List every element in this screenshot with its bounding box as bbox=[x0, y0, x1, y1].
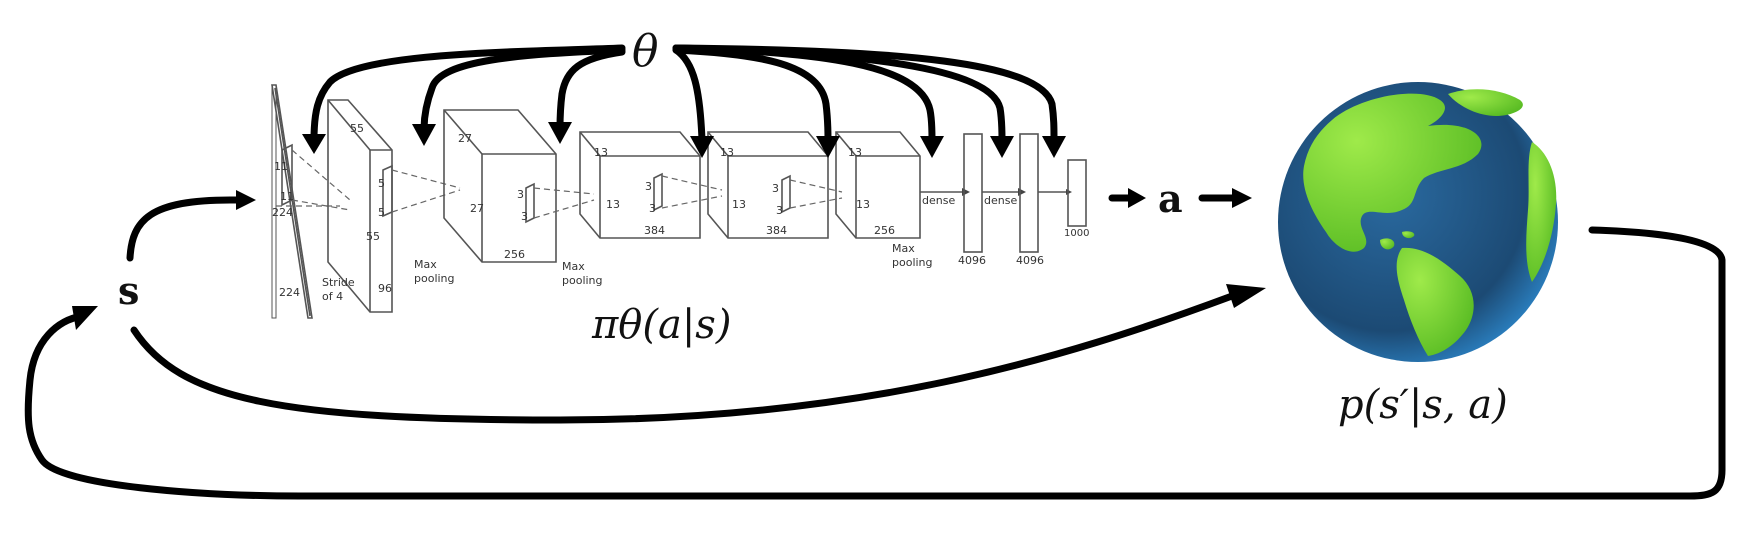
dynamics-label: p(s′|s, a) bbox=[1338, 382, 1508, 428]
kernel2-label-a: 5 bbox=[378, 177, 385, 190]
conv2-top-label: 27 bbox=[458, 132, 472, 145]
dense-layers: dense 4096 dense 4096 1000 bbox=[920, 133, 1089, 267]
state-symbol: s bbox=[118, 268, 139, 313]
earth-globe-icon bbox=[1278, 82, 1558, 362]
stride-label-a: Stride bbox=[322, 276, 355, 289]
stride-label-b: of 4 bbox=[322, 290, 343, 303]
pool2-label-a: Max bbox=[562, 260, 585, 273]
input-height-label: 224 bbox=[272, 206, 293, 219]
parameter-arrows bbox=[302, 44, 1066, 158]
conv4-side-label: 13 bbox=[732, 198, 746, 211]
conv1-top-label: 55 bbox=[350, 122, 364, 135]
fc1-size-label: 4096 bbox=[958, 254, 986, 267]
conv1-block: 55 5 5 55 96 Stride of 4 bbox=[322, 99, 461, 313]
conv3-block: 13 13 384 3 3 bbox=[579, 131, 723, 239]
conv1-side-label: 55 bbox=[366, 230, 380, 243]
conv5-block: 13 13 256 bbox=[835, 131, 921, 239]
dense2-label: dense bbox=[984, 194, 1017, 207]
output-size-label: 1000 bbox=[1064, 228, 1089, 239]
state-to-policy-arrow bbox=[126, 190, 256, 262]
action-symbol: a bbox=[1158, 176, 1183, 221]
policy-label: πθ(a|s) bbox=[591, 302, 731, 348]
conv2-side-label: 27 bbox=[470, 202, 484, 215]
state-to-world-arrow bbox=[130, 284, 1266, 424]
kernel5-label-a: 3 bbox=[772, 182, 779, 195]
conv4-depth-label: 384 bbox=[766, 224, 787, 237]
action-flow: a bbox=[1108, 176, 1252, 221]
conv3-top-label: 13 bbox=[594, 146, 608, 159]
kernel5-label-b: 3 bbox=[776, 204, 783, 217]
kernel2-label-b: 5 bbox=[378, 206, 385, 219]
kernel1-label-b: 11 bbox=[280, 190, 294, 203]
conv5-depth-label: 256 bbox=[874, 224, 895, 237]
conv3-side-label: 13 bbox=[606, 198, 620, 211]
world-to-state-feedback-arrow bbox=[24, 226, 1726, 500]
pool1-label-b: pooling bbox=[414, 272, 455, 285]
cnn-network: 11 11 224 224 55 5 5 55 96 Stride of 4 M… bbox=[271, 84, 1089, 319]
pool2-label-b: pooling bbox=[562, 274, 603, 287]
conv4-block: 13 13 384 3 3 bbox=[707, 131, 843, 239]
conv5-side-label: 13 bbox=[856, 198, 870, 211]
kernel1-label-a: 11 bbox=[274, 160, 288, 173]
dense1-label: dense bbox=[922, 194, 955, 207]
conv4-top-label: 13 bbox=[720, 146, 734, 159]
conv3-depth-label: 384 bbox=[644, 224, 665, 237]
kernel4-label-b: 3 bbox=[649, 202, 656, 215]
input-layer: 11 11 224 224 bbox=[271, 84, 351, 319]
kernel4-label-a: 3 bbox=[645, 180, 652, 193]
conv5-top-label: 13 bbox=[848, 146, 862, 159]
pool3-label-b: pooling bbox=[892, 256, 933, 269]
conv2-block: 27 27 256 3 3 bbox=[443, 109, 595, 263]
kernel3-label-a: 3 bbox=[517, 188, 524, 201]
pool3-label-a: Max bbox=[892, 242, 915, 255]
theta-symbol: θ bbox=[632, 26, 659, 77]
fc2-size-label: 4096 bbox=[1016, 254, 1044, 267]
pool1-label-a: Max bbox=[414, 258, 437, 271]
input-width-label: 224 bbox=[279, 286, 300, 299]
conv1-depth-label: 96 bbox=[378, 282, 392, 295]
kernel3-label-b: 3 bbox=[521, 210, 528, 223]
conv2-depth-label: 256 bbox=[504, 248, 525, 261]
